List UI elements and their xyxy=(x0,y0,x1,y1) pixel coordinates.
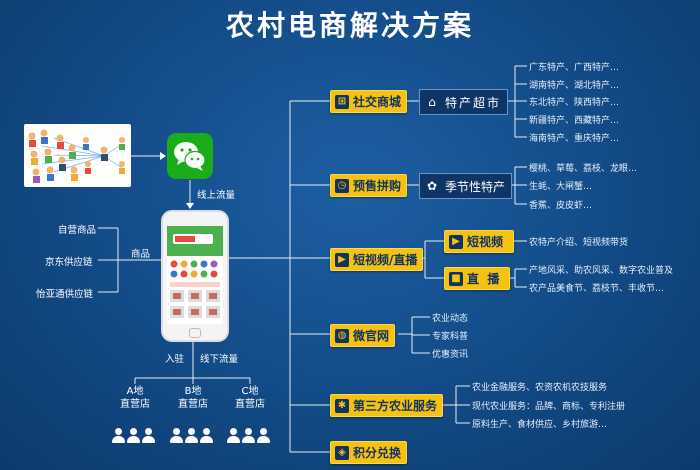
leaf-live-1: 农产品美食节、荔枝节、丰收节… xyxy=(529,284,665,294)
gear-icon: ✱ xyxy=(335,398,349,413)
leaf-service-1: 现代农业服务：品牌、商标、专利注册 xyxy=(472,402,626,412)
products-label: 商品 xyxy=(131,249,151,260)
offline-traffic-label: 线下流量 xyxy=(200,354,239,365)
people-icon xyxy=(227,428,270,443)
store-icon: ⌂ xyxy=(428,95,438,109)
leaf-seasonal-0: 樱桃、草莓、荔枝、龙眼… xyxy=(529,164,638,174)
leaf-specialty-0: 广东特产、广西特产… xyxy=(529,63,620,73)
product-item-eternal-asia: 怡亚通供应链 xyxy=(36,289,94,300)
leaf-specialty-3: 新疆特产、西藏特产… xyxy=(529,116,620,126)
people-icon xyxy=(112,428,155,443)
branch-presale: ◷预售拼购 xyxy=(330,174,408,197)
store-c: C地 直营店 xyxy=(235,386,265,410)
app-banner xyxy=(167,226,223,256)
leaf-specialty-2: 东北特产、陕西特产… xyxy=(529,98,620,108)
flower-icon: ✿ xyxy=(426,179,440,193)
points-icon: ◈ xyxy=(335,445,349,460)
leaf-service-2: 原料生产、食材供应、乡村旅游… xyxy=(472,420,608,430)
branch-agri-services: ✱第三方农业服务 xyxy=(330,394,444,417)
phone-mockup xyxy=(161,210,229,342)
home-button xyxy=(189,328,201,338)
leaf-specialty-4: 海南特产、重庆特产… xyxy=(529,134,620,144)
product-item-jd: 京东供应链 xyxy=(45,257,93,268)
leaf-seasonal-1: 生蚝、大闸蟹… xyxy=(529,182,593,192)
node-short-video: ▶短视频 xyxy=(444,230,515,253)
branch-social-mall: ⊞社交商城 xyxy=(330,90,408,113)
people-icon xyxy=(170,428,213,443)
video-icon: ▶ xyxy=(335,252,349,267)
branch-short-video-live: ▶短视频/直播 xyxy=(330,248,424,271)
online-traffic-label: 线上流量 xyxy=(197,190,236,201)
cart-icon: ⊞ xyxy=(335,94,349,109)
leaf-service-0: 农业金融服务、农资农机农技服务 xyxy=(472,383,608,393)
crowd-illustration xyxy=(24,124,131,187)
branch-microsite: ◍微官网 xyxy=(330,324,396,347)
product-item-self: 自营商品 xyxy=(58,225,97,236)
leaf-video-0: 农特产介绍、短视频带货 xyxy=(529,238,629,248)
branch-points-exchange: ◈积分兑换 xyxy=(330,441,408,464)
leaf-site-0: 农业动态 xyxy=(432,314,469,324)
node-live: ■直 播 xyxy=(444,267,511,290)
leaf-live-0: 产地风采、助农风采、数字农业普及 xyxy=(529,266,674,276)
node-specialty-market: ⌂特产超市 xyxy=(419,89,509,115)
store-a: A地 直营店 xyxy=(120,386,150,410)
leaf-seasonal-2: 香蕉、皮皮虾… xyxy=(529,201,593,211)
camera-icon: ■ xyxy=(449,271,463,286)
store-b: B地 直营店 xyxy=(178,386,208,410)
page-title: 农村电商解决方案 xyxy=(225,9,474,42)
settle-in-label: 入驻 xyxy=(165,354,185,365)
leaf-site-1: 专家科普 xyxy=(432,332,469,342)
video-icon: ▶ xyxy=(449,234,463,249)
leaf-site-2: 优惠资讯 xyxy=(432,350,469,360)
wechat-icon xyxy=(167,133,213,179)
clock-icon: ◷ xyxy=(335,178,349,193)
globe-icon: ◍ xyxy=(335,328,349,343)
leaf-specialty-1: 湖南特产、湖北特产… xyxy=(529,81,620,91)
phone-screen xyxy=(167,226,223,324)
node-seasonal: ✿季节性特产 xyxy=(419,173,513,199)
